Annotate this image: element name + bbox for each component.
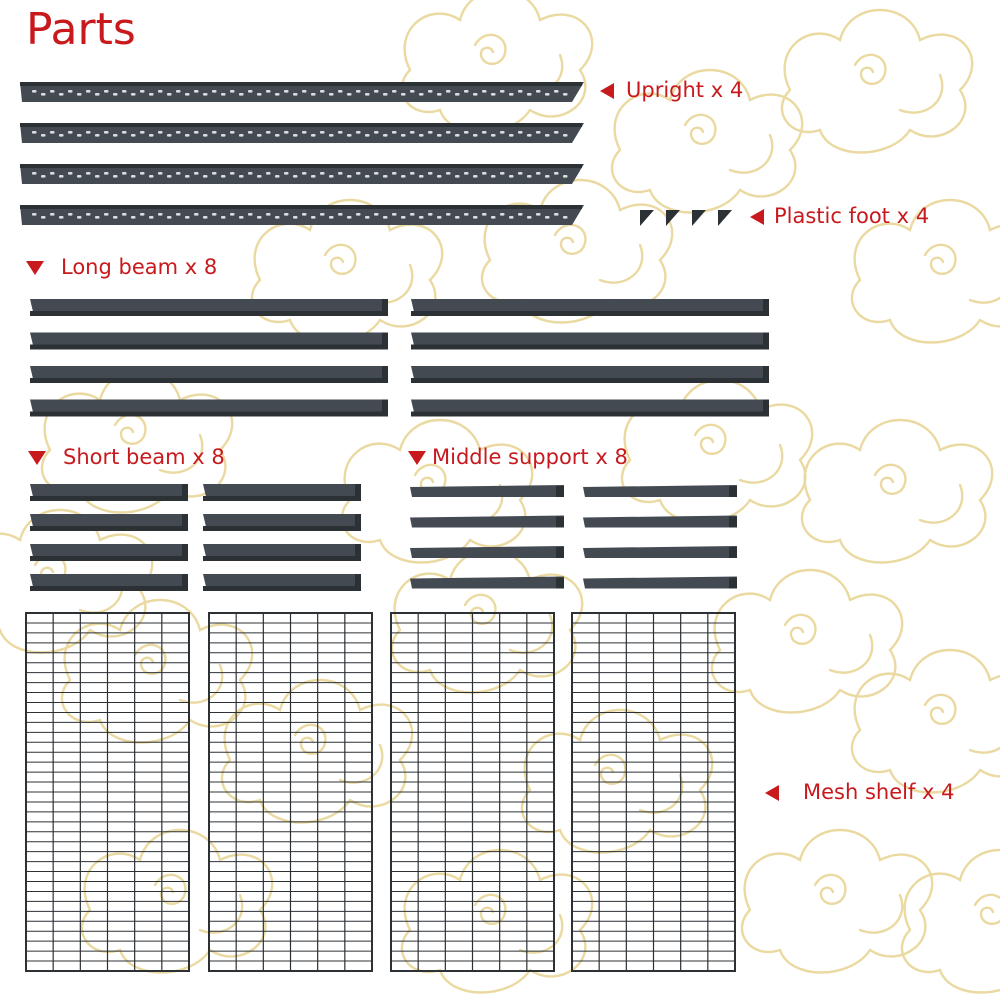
mesh-shelf (390, 612, 555, 972)
mesh-shelf (208, 612, 373, 972)
short-beam-column-left (30, 484, 188, 591)
middle-support-column-right (583, 485, 737, 589)
triangle-left-icon (765, 785, 779, 801)
plastic-foot-group (640, 210, 732, 226)
short-beam-column-right (203, 484, 361, 591)
triangle-down-icon (26, 261, 44, 275)
upright-label-text: Upright x 4 (626, 78, 744, 102)
long-beam-column-right (411, 299, 769, 417)
triangle-down-icon (28, 451, 46, 465)
page-title: Parts (26, 4, 136, 55)
middle-support-column-left (410, 485, 564, 589)
plastic-foot-label: Plastic foot x 4 (750, 203, 929, 229)
middle-support-label-text: Middle support x 8 (432, 445, 628, 469)
long-beam-column-left (30, 299, 388, 417)
short-beam-label: Short beam x 8 (28, 444, 225, 470)
long-beam-label-text: Long beam x 8 (61, 255, 218, 279)
mesh-shelf-label-text: Mesh shelf x 4 (803, 780, 955, 804)
upright-label: Upright x 4 (600, 77, 743, 103)
triangle-down-icon (408, 451, 426, 465)
upright-group (20, 82, 584, 225)
mesh-shelf-label: Mesh shelf x 4 (765, 779, 955, 805)
mesh-shelf (25, 612, 190, 972)
triangle-left-icon (750, 209, 764, 225)
plastic-foot-label-text: Plastic foot x 4 (774, 204, 930, 228)
mesh-shelf (571, 612, 736, 972)
short-beam-label-text: Short beam x 8 (63, 445, 225, 469)
long-beam-label: Long beam x 8 (26, 254, 217, 280)
middle-support-label: Middle support x 8 (408, 444, 628, 470)
triangle-left-icon (600, 83, 614, 99)
